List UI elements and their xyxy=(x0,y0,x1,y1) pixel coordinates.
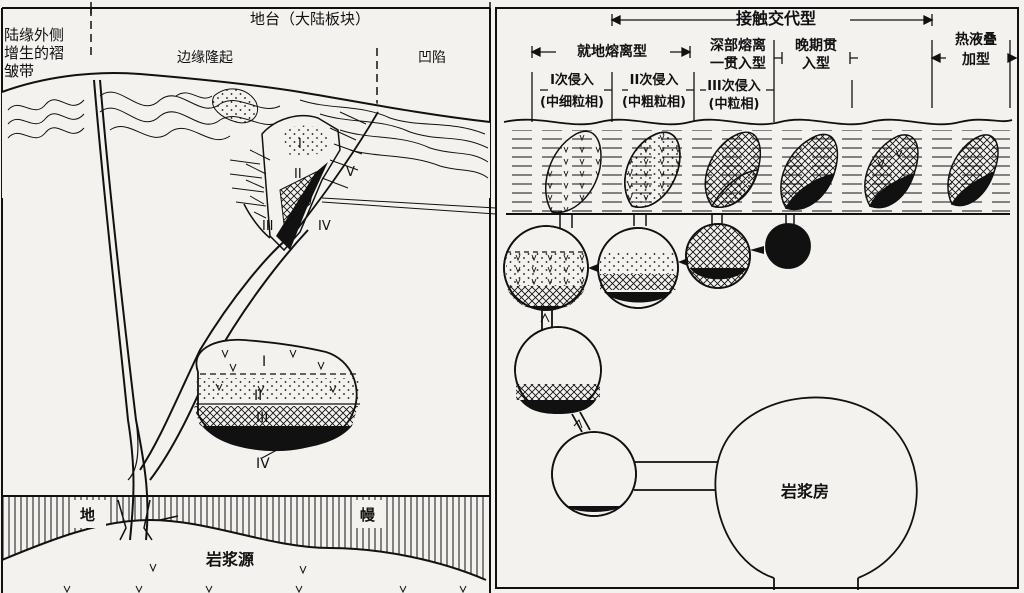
chamber-column xyxy=(514,310,918,590)
lens-4 xyxy=(780,133,839,210)
right-panel: 接触交代型 就地熔离型 深部熔离 一贯入型 晚期贯 入型 热液叠 加型 I次侵入… xyxy=(495,7,1019,590)
fold-belt-line2: 增生的褶 xyxy=(4,44,64,62)
lens-5 xyxy=(864,134,919,209)
v-marks-body xyxy=(215,349,337,394)
lens-2 xyxy=(624,131,681,208)
facies-label-iv-upper: IV xyxy=(318,219,331,234)
chamber-row xyxy=(503,223,811,311)
callout-lines xyxy=(321,197,497,215)
facies-label-ii-lower: II xyxy=(254,388,262,404)
intrusion2-line2: (中粗粒相) xyxy=(622,94,686,110)
intrusion3-line1: III次侵入 xyxy=(707,78,761,94)
chamber-arrows xyxy=(588,246,764,272)
intrusion2-line1: II次侵入 xyxy=(630,72,679,88)
mantle-label-right: 幔 xyxy=(360,506,376,524)
fold-belt-line1: 陆缘外侧 xyxy=(4,26,64,44)
lens-intrusions xyxy=(544,130,999,214)
left-panel: 地台（大陆板块） 陆缘外侧 增生的褶 皱带 边缘隆起 凹陷 I II III I… xyxy=(1,2,491,593)
contact-metasomatic-title: 接触交代型 xyxy=(736,9,816,28)
late-label-line1: 晚期贯 xyxy=(795,37,837,54)
intrusion1-line1: I次侵入 xyxy=(550,72,594,88)
late-label-line2: 入型 xyxy=(802,55,830,72)
v-marks-source xyxy=(63,553,467,593)
fold-belt-line3: 皱带 xyxy=(4,62,34,80)
intrusion1-line2: (中细粒相) xyxy=(540,94,604,110)
facies-label-v-upper: V xyxy=(346,165,355,180)
lens-6 xyxy=(947,134,999,207)
facies-label-i-upper: I xyxy=(298,137,302,152)
deep-label-line1: 深部熔离 xyxy=(710,37,766,54)
platform-label: 地台（大陆板块） xyxy=(250,10,370,28)
lens-3 xyxy=(704,131,761,208)
magma-source-label: 岩浆源 xyxy=(205,550,254,569)
fold-strata xyxy=(7,91,489,207)
facies-label-iv-lower: IV xyxy=(256,456,270,472)
lens-1 xyxy=(544,130,602,214)
in-situ-label: 就地熔离型 xyxy=(577,43,647,60)
hydro-label-line2: 加型 xyxy=(961,51,990,68)
type-header-arrows xyxy=(530,14,1018,122)
mantle-label-left: 地 xyxy=(80,506,95,524)
facies-label-ii-upper: II xyxy=(294,167,302,182)
facies-label-iii-upper: III xyxy=(262,219,274,234)
depression-label: 凹陷 xyxy=(418,50,446,66)
intrusion3-line2: (中粒相) xyxy=(709,96,760,112)
facies-label-i-lower: I xyxy=(262,354,266,370)
facies-label-iii-lower: III xyxy=(256,410,268,426)
deep-label-line2: 一贯入型 xyxy=(710,55,766,72)
hydro-label-line1: 热液叠 xyxy=(955,31,997,48)
magma-chamber-label: 岩浆房 xyxy=(780,482,829,501)
margin-uplift-label: 边缘隆起 xyxy=(177,50,233,66)
